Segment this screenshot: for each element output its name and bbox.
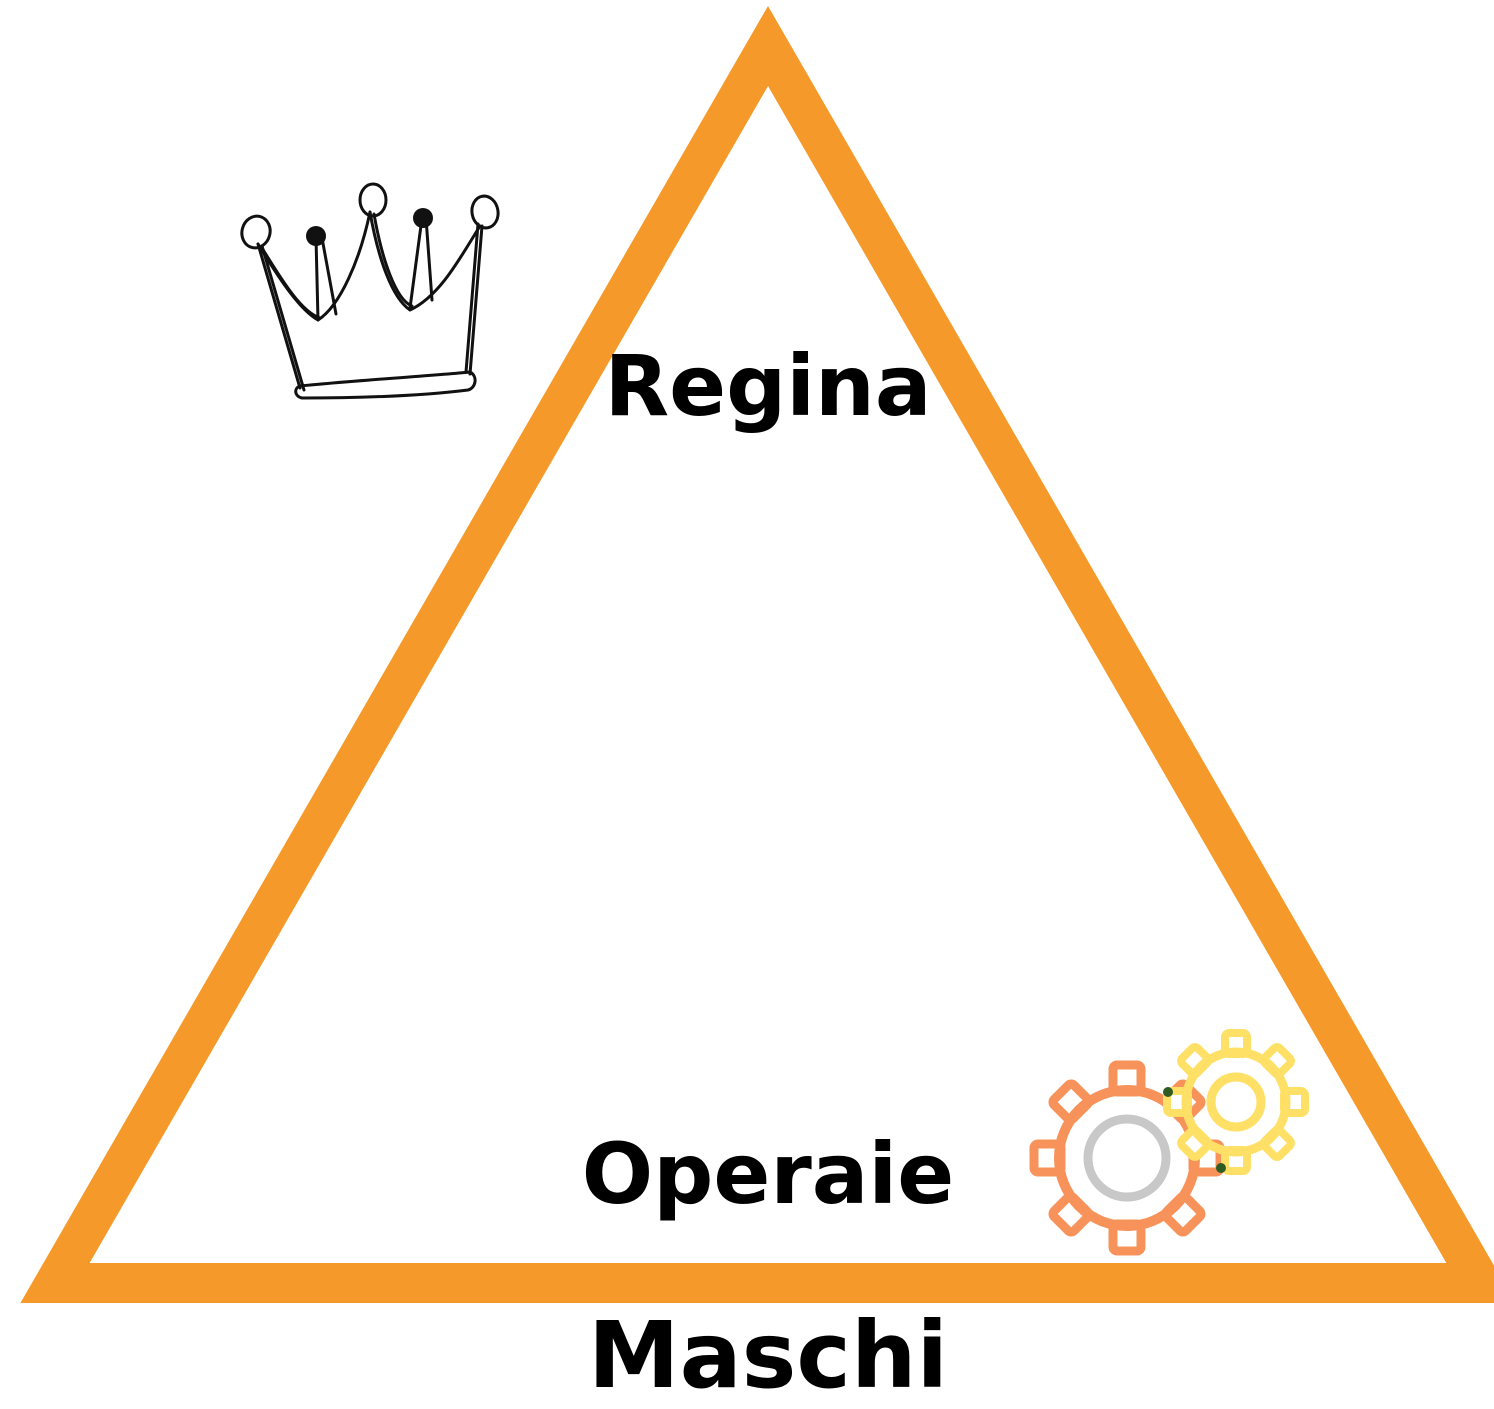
pyramid-outline bbox=[20, 5, 1494, 1303]
gear-small bbox=[1163, 1029, 1309, 1175]
gear-joint bbox=[1216, 1163, 1226, 1173]
gear-large-hub bbox=[1083, 1114, 1171, 1202]
crown-jewel bbox=[306, 226, 326, 246]
crown-icon bbox=[240, 182, 500, 400]
crown-jewel bbox=[413, 208, 433, 228]
level-label-maschi: Maschi bbox=[588, 1302, 948, 1409]
gear-small-hub bbox=[1206, 1072, 1266, 1132]
gear-joint bbox=[1163, 1087, 1173, 1097]
level-label-regina: Regina bbox=[604, 337, 932, 435]
gears-icon bbox=[1029, 1029, 1309, 1256]
level-label-operaie: Operaie bbox=[581, 1125, 955, 1223]
